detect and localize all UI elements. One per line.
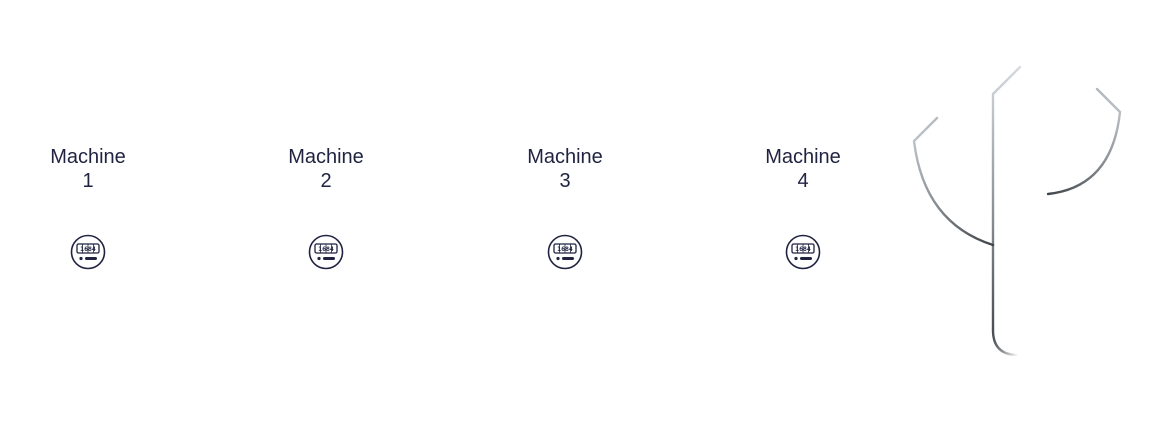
main-pipe [991, 65, 1022, 332]
machine-label-text: Machine [288, 146, 364, 168]
machine-number-text: 3 [559, 170, 571, 192]
electric-meter-icon: 1684 [547, 234, 583, 270]
main-pipe-bottom-bend [991, 328, 1020, 357]
machine-number-text: 2 [320, 170, 332, 192]
meter-reading: 1684 [557, 245, 573, 253]
meter-reading: 1684 [795, 245, 811, 253]
left-branch-pipe [912, 116, 995, 247]
electric-meter-icon: 1684 [785, 234, 821, 270]
machine-label-text: Machine [527, 146, 603, 168]
machine-number-text: 4 [797, 170, 809, 192]
meter-reading: 1684 [80, 245, 96, 253]
machine-label-text: Machine [765, 146, 841, 168]
right-branch-pipe [1046, 87, 1122, 196]
machine-2-label: Machine 2 [256, 145, 396, 193]
machine-number-text: 1 [82, 170, 94, 192]
machine-4-label: Machine 4 [733, 145, 873, 193]
pipe-network [912, 65, 1122, 357]
machine-1-label: Machine 1 [18, 145, 158, 193]
electric-meter-icon: 1684 [308, 234, 344, 270]
machine-label-text: Machine [50, 146, 126, 168]
machine-3-label: Machine 3 [495, 145, 635, 193]
meter-reading: 1684 [318, 245, 334, 253]
electric-meter-icon: 1684 [70, 234, 106, 270]
